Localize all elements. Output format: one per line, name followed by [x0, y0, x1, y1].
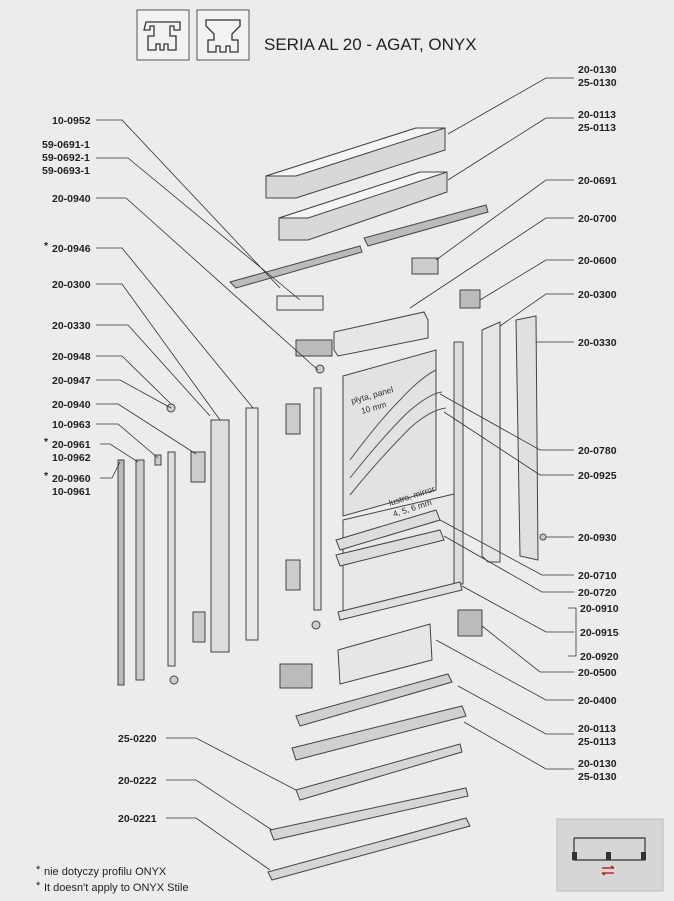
part-label: 20-0222: [118, 775, 157, 787]
part-label: 20-0910: [580, 603, 619, 615]
agat-profile-icon: [143, 21, 181, 51]
leader-lines: [96, 77, 577, 871]
part-label: 20-0113: [578, 723, 616, 735]
onyx-profile-icon: [205, 19, 241, 53]
part-label: 25-0130: [578, 77, 617, 89]
part-label: 20-0780: [578, 445, 617, 457]
part-label: 10-0963: [52, 419, 91, 431]
part-label: 20-0915: [580, 627, 619, 639]
right-part-labels: 20-0130 25-0130 20-0113 25-0113 20-0691 …: [578, 64, 619, 783]
parts-drawing: [117, 127, 547, 881]
part-label: 20-0940: [52, 399, 91, 411]
part-label: 25-0113: [578, 122, 616, 134]
part-label: 20-0710: [578, 570, 617, 582]
part-label: 25-0130: [578, 771, 617, 783]
part-label: 25-0220: [118, 733, 157, 745]
part-label: 10-0962: [52, 452, 91, 464]
part-label: 20-0300: [52, 279, 91, 291]
part-label: 20-0130: [578, 758, 617, 770]
part-label: 20-0300: [578, 289, 617, 301]
part-label: 20-0925: [578, 470, 617, 482]
part-label: 10-0952: [52, 115, 91, 127]
part-label: 20-0691: [578, 175, 617, 187]
part-label: 20-0130: [578, 64, 617, 76]
profile-icon-boxes: [136, 9, 250, 61]
diagram-title: SERIA AL 20 - AGAT, ONYX: [264, 35, 477, 54]
part-label: 20-0930: [578, 532, 617, 544]
part-label: 20-0947: [52, 375, 91, 387]
part-label: 20-0600: [578, 255, 617, 267]
part-label: 20-0948: [52, 351, 91, 363]
part-label: 20-0940: [52, 193, 91, 205]
part-label: 20-0221: [118, 813, 157, 825]
asterisk-mark: *: [44, 240, 49, 252]
slide-arrows-icon: [602, 867, 614, 874]
part-label: 20-0500: [578, 667, 617, 679]
part-label: 20-0961: [52, 439, 91, 451]
left-part-labels: 10-0952 59-0691-1 59-0692-1 59-0693-1 20…: [42, 115, 157, 825]
part-label: 20-0720: [578, 587, 617, 599]
footnote-en: It doesn't apply to ONYX Stile: [44, 882, 189, 894]
part-label: 25-0113: [578, 736, 616, 748]
part-label: 20-0330: [52, 320, 91, 332]
layout-thumbnail: [556, 818, 664, 892]
part-label: 59-0691-1: [42, 139, 90, 151]
part-label: 20-0920: [580, 651, 619, 663]
part-label: 59-0692-1: [42, 152, 90, 164]
part-label: 20-0946: [52, 243, 91, 255]
part-label: 59-0693-1: [42, 165, 90, 177]
part-label: 20-0330: [578, 337, 617, 349]
part-label: 20-0960: [52, 473, 91, 485]
part-label: 10-0961: [52, 486, 91, 498]
asterisk-mark: *: [36, 864, 41, 876]
asterisk-mark: *: [44, 470, 49, 482]
part-label: 20-0700: [578, 213, 617, 225]
part-label: 20-0400: [578, 695, 617, 707]
footnote-pl: nie dotyczy profilu ONYX: [44, 866, 167, 878]
part-label: 20-0113: [578, 109, 616, 121]
asterisk-mark: *: [36, 880, 41, 892]
asterisk-mark: *: [44, 436, 49, 448]
